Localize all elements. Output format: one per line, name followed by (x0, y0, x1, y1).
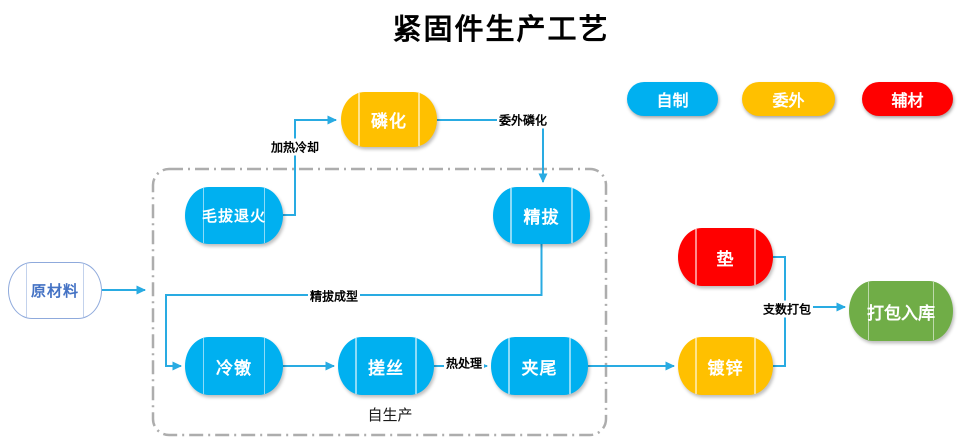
node-washer: 垫 (678, 228, 773, 286)
edge-label-count-packing: 支数打包 (760, 300, 814, 318)
edge-annealing-to-phosphating (283, 115, 337, 216)
self-production-group-border (151, 167, 608, 437)
node-rough-draw-annealing: 毛拔退火 (185, 187, 283, 244)
node-raw-material: 原材料 (8, 262, 102, 319)
legend-pill-outsourced: 委外 (742, 82, 835, 116)
legend-pill-auxiliary: 辅材 (862, 82, 953, 116)
edge-label-fine-drawing-forming: 精拔成型 (307, 287, 361, 305)
node-phosphating: 磷化 (341, 92, 437, 147)
node-packing-warehousing: 打包入库 (849, 281, 953, 341)
node-fine-drawing: 精拔 (493, 187, 590, 244)
edge-fine-drawing-to-cold-heading (165, 244, 543, 371)
legend-pill-self-made: 自制 (627, 82, 718, 116)
legend-label-auxiliary: 辅材 (891, 93, 924, 110)
node-galvanizing: 镀锌 (678, 337, 773, 395)
edge-label-heating-cooling: 加热冷却 (268, 138, 322, 156)
legend-label-self-made: 自制 (656, 93, 689, 110)
node-tail-clamping: 夹尾 (491, 337, 588, 395)
page-title: 紧固件生产工艺 (392, 14, 610, 46)
node-thread-rolling: 搓丝 (338, 337, 434, 395)
edge-label-heat-treatment: 热处理 (443, 354, 485, 372)
edge-phosphating-to-fine-drawing (437, 119, 548, 183)
legend-label-outsourced: 委外 (772, 93, 805, 110)
self-production-group-label: 自生产 (367, 407, 413, 424)
node-cold-heading: 冷镦 (185, 337, 283, 395)
edge-label-outsourced-phosphating: 委外磷化 (496, 111, 550, 129)
